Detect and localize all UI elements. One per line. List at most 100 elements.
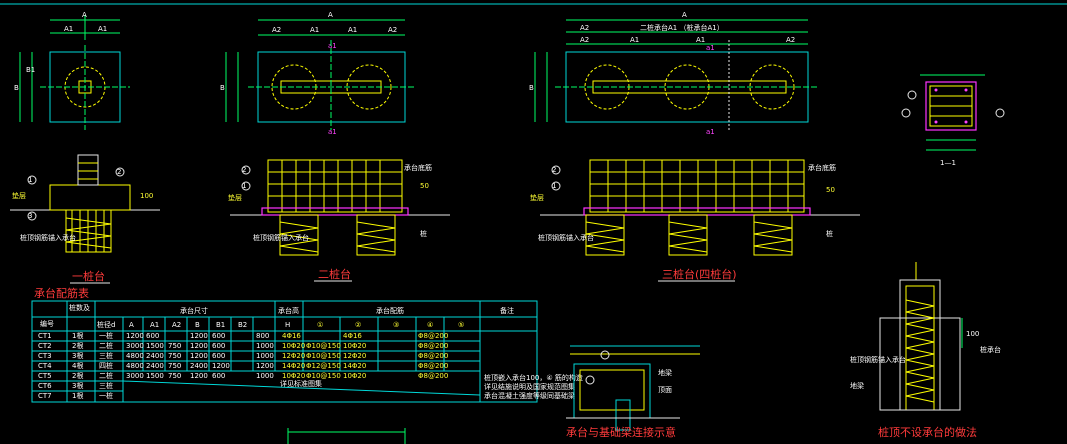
elev1-label-dim100: 100 xyxy=(140,192,153,200)
plan2-dim-A: A xyxy=(328,11,333,19)
pile-detail-label-cap: 桩承台 xyxy=(980,345,1001,354)
table-cell: 1000 xyxy=(256,372,274,380)
plan1-dim-A1-left: A1 xyxy=(64,25,73,33)
table-cell: 600 xyxy=(146,332,159,340)
elev3-label-pile: 桩 xyxy=(826,229,833,238)
elev2-label-cushion: 垫层 xyxy=(228,193,242,202)
table-cell: 10Φ20 xyxy=(282,372,305,380)
table-cell: CT1 xyxy=(38,332,52,340)
table-cell: 1根 xyxy=(72,331,83,340)
elevation-two-pile: 2 1 垫层 承台底筋 50 桩 桩顶钢筋锚入承台 二桩台 xyxy=(228,159,450,282)
pile-detail-label-beam: 地梁 xyxy=(850,381,864,390)
table-cell: 600 xyxy=(212,342,225,350)
plan1-dim-B: B xyxy=(14,84,19,92)
plan-three-pile: A 二桩承台A1 （桩承台A1） A2 A2 A1 A1 A2 a1 a1 B xyxy=(529,11,818,136)
plan3-dim-A2-b: A2 xyxy=(580,36,589,44)
th-cap-height: 承台高 xyxy=(278,306,299,315)
th-sub-H: H xyxy=(285,321,290,329)
plan2-dim-a1-bottom: a1 xyxy=(328,128,337,136)
table-cell: 4800 xyxy=(126,352,144,360)
table-cell: 12Φ20 xyxy=(282,352,305,360)
table-cell: Φ8@200 xyxy=(418,342,448,350)
table-cell: 3000 xyxy=(126,342,144,350)
table-cell: Φ10@150 xyxy=(306,372,341,380)
section-1-1: 1—1 xyxy=(901,74,1005,167)
caption-one-pile: 一桩台 xyxy=(72,269,105,283)
svg-text:1: 1 xyxy=(552,182,556,190)
table-cell: 750 xyxy=(168,362,181,370)
table-cell: 1200 xyxy=(190,352,208,360)
plan3-dim-A: A xyxy=(682,11,687,19)
table-cell: 1500 xyxy=(146,372,164,380)
pile-top-detail: 100 桩承台 桩顶钢筋锚入承台 地梁 桩顶不设承台的做法 xyxy=(850,262,1001,439)
th-sub-B1: B1 xyxy=(216,321,225,329)
table-cell: 1200 xyxy=(212,362,230,370)
table-cell: 1500 xyxy=(146,342,164,350)
section-1-1-caption: 1—1 xyxy=(940,159,956,167)
th-sub-A: A xyxy=(129,321,134,329)
table-cell: CT3 xyxy=(38,352,52,360)
plan3-dim-a1-bottom: a1 xyxy=(706,128,715,136)
table-cell: 3根 xyxy=(72,381,83,390)
plan3-dim-A2-a: A2 xyxy=(580,24,589,32)
table-cell: CT2 xyxy=(38,342,52,350)
table-cell: Φ8@200 xyxy=(418,372,448,380)
table-cell: Φ10@150 xyxy=(306,342,341,350)
table-cell: 1200 xyxy=(256,362,274,370)
table-cell: 1200 xyxy=(190,372,208,380)
table-cell: 3000 xyxy=(126,372,144,380)
th-sub-r2: ② xyxy=(355,321,361,329)
plan1-dim-A: A xyxy=(82,11,87,19)
plan2-dim-B: B xyxy=(220,84,225,92)
table-cell: 2400 xyxy=(190,362,208,370)
table-cell: 750 xyxy=(168,352,181,360)
joint-detail: 地梁 顶面 承台与基础梁连接示意 xyxy=(566,345,700,439)
table-cell: CT6 xyxy=(38,382,52,390)
caption-pile-detail: 桩顶不设承台的做法 xyxy=(878,425,977,439)
rebar-table: 承台配筋表 编号 桩数及 承台尺寸 承台高 承台配筋 备 xyxy=(31,286,583,403)
table-cell: 600 xyxy=(212,332,225,340)
th-sub-r5: ⑤ xyxy=(458,321,464,329)
table-cell: 750 xyxy=(168,372,181,380)
table-cell: CT4 xyxy=(38,362,52,370)
table-note-3: 承台混凝土强度等级同基础梁 xyxy=(484,391,575,400)
elevation-three-pile: 2 1 垫层 承台底筋 50 桩 桩顶钢筋锚入承台 三桩台(四桩台) xyxy=(530,159,860,282)
table-cell: 一桩 xyxy=(99,391,113,400)
table-cell: 12Φ20 xyxy=(343,352,366,360)
plan3-dim-A1-a: A1 xyxy=(630,36,639,44)
svg-text:2: 2 xyxy=(117,168,121,176)
table-cell: 10Φ20 xyxy=(343,372,366,380)
svg-text:1: 1 xyxy=(242,182,246,190)
table-cell: 4根 xyxy=(72,361,83,370)
table-cell: Φ8@200 xyxy=(418,352,448,360)
table-cell: 600 xyxy=(212,352,225,360)
elev3-label-cap-bottom: 承台底筋 xyxy=(808,163,836,172)
elev2-label-cap-bottom: 承台底筋 xyxy=(404,163,432,172)
th-sub-B: B xyxy=(195,321,200,329)
elev2-label-dim50: 50 xyxy=(420,182,429,190)
pile-detail-dim: 100 xyxy=(966,330,979,338)
table-cell: 二桩 xyxy=(99,371,113,380)
joint-label-top: 顶面 xyxy=(658,386,672,394)
table-cell: 1200 xyxy=(190,342,208,350)
plan-two-pile: A A2 A1 A1 A2 a1 a1 B xyxy=(220,11,415,136)
plan2-dim-A2-right: A2 xyxy=(388,26,397,34)
svg-text:2: 2 xyxy=(242,166,246,174)
table-cell: 4800 xyxy=(126,362,144,370)
table-cell: 1200 xyxy=(190,332,208,340)
caption-three-pile: 三桩台(四桩台) xyxy=(662,267,737,281)
table-cell: 10Φ20 xyxy=(282,342,305,350)
svg-text:1: 1 xyxy=(28,176,32,184)
th-sub-A1: A1 xyxy=(150,321,159,329)
table-cell: 3根 xyxy=(72,351,83,360)
table-cell: 二桩 xyxy=(99,341,113,350)
table-cell: 2400 xyxy=(146,362,164,370)
plan2-dim-a1-top: a1 xyxy=(328,42,337,50)
joint-label-beam: 地梁 xyxy=(658,368,672,377)
table-cell: 四桩 xyxy=(99,361,113,370)
plan1-dim-B1: B1 xyxy=(26,66,35,74)
table-cell: 一桩 xyxy=(99,331,113,340)
plan-one-pile: A A1 A1 B B1 xyxy=(14,11,130,130)
